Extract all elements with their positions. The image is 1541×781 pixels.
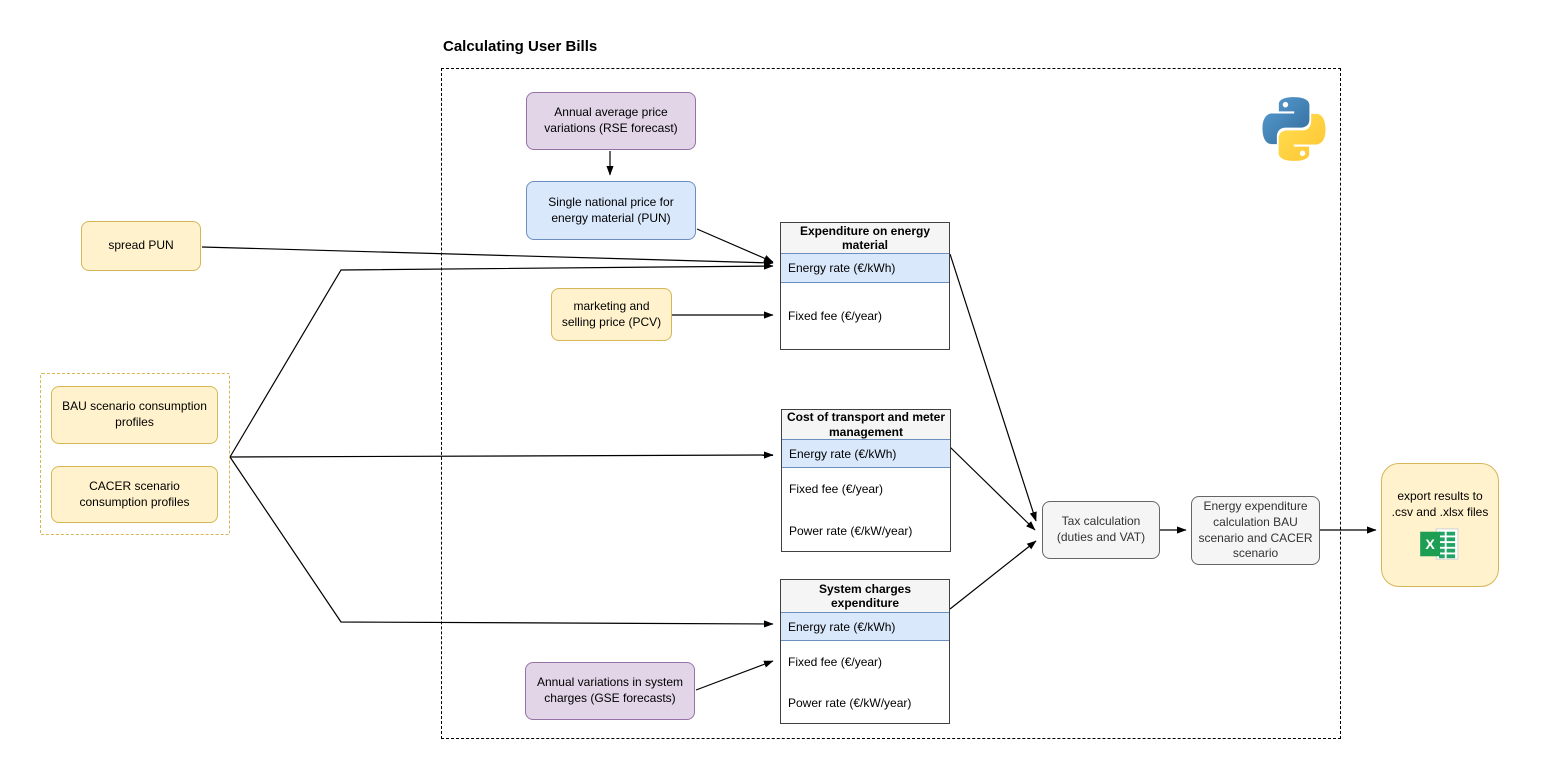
svg-text:X: X <box>1425 537 1435 553</box>
table-row-energy-rate: Energy rate (€/kWh) <box>782 439 950 468</box>
excel-logo-icon: X <box>1420 528 1459 560</box>
table-system-charges-expenditure: System charges expenditure Energy rate (… <box>780 579 950 724</box>
table-header: Cost of transport and meter management <box>782 410 950 439</box>
python-logo-icon <box>1262 97 1326 161</box>
table-row-power-rate: Power rate (€/kW/year) <box>782 510 950 551</box>
diagram-title: Calculating User Bills <box>443 38 598 55</box>
node-tax-calculation-label: Tax calculation (duties and VAT) <box>1056 514 1146 544</box>
node-export-results: export results to .csv and .xlsx files X <box>1381 463 1499 587</box>
table-row-power-rate: Power rate (€/kW/year) <box>781 682 949 723</box>
table-header: Expenditure on energy material <box>781 223 949 253</box>
table-row-fixed-fee: Fixed fee (€/year) <box>782 468 950 510</box>
node-energy-expenditure-calc-label: Energy expenditure calculation BAU scena… <box>1198 499 1313 561</box>
node-tax-calculation: Tax calculation (duties and VAT) <box>1042 501 1160 559</box>
node-spread-pun-label: spread PUN <box>108 238 174 253</box>
node-pun: Single national price for energy materia… <box>526 181 696 240</box>
node-pcv-label: marketing and selling price (PCV) <box>561 298 662 329</box>
node-cacer-profiles: CACER scenario consumption profiles <box>51 466 218 523</box>
node-export-results-label: export results to .csv and .xlsx files <box>1391 488 1489 519</box>
node-gse-forecast-label: Annual variations in system charges (GSE… <box>536 675 684 705</box>
node-rse-forecast-label: Annual average price variations (RSE for… <box>544 105 678 135</box>
table-transport-meter-cost: Cost of transport and meter management E… <box>781 409 951 552</box>
node-gse-forecast: Annual variations in system charges (GSE… <box>525 662 695 720</box>
node-bau-profiles-label: BAU scenario consumption profiles <box>62 399 207 429</box>
node-bau-profiles: BAU scenario consumption profiles <box>51 386 218 444</box>
node-energy-expenditure-calc: Energy expenditure calculation BAU scena… <box>1191 496 1320 565</box>
table-row-fixed-fee: Fixed fee (€/year) <box>781 283 949 349</box>
consumption-profiles-group <box>40 373 230 535</box>
node-pun-label: Single national price for energy materia… <box>548 194 674 225</box>
table-header: System charges expenditure <box>781 580 949 612</box>
node-spread-pun: spread PUN <box>81 221 201 271</box>
python-process-frame <box>441 68 1341 739</box>
node-pcv: marketing and selling price (PCV) <box>551 288 672 341</box>
table-row-energy-rate: Energy rate (€/kWh) <box>781 612 949 641</box>
table-energy-material-expenditure: Expenditure on energy material Energy ra… <box>780 222 950 350</box>
table-row-fixed-fee: Fixed fee (€/year) <box>781 641 949 682</box>
node-rse-forecast: Annual average price variations (RSE for… <box>526 92 696 150</box>
node-cacer-profiles-label: CACER scenario consumption profiles <box>79 478 190 509</box>
table-row-energy-rate: Energy rate (€/kWh) <box>781 253 949 283</box>
